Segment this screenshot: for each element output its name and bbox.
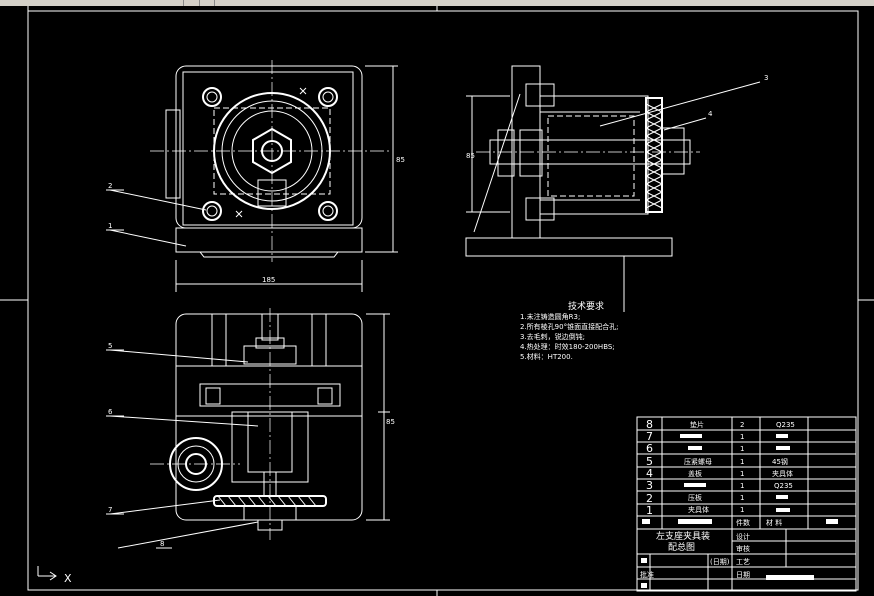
part-material: Q235 [776,421,795,429]
header-block [678,519,712,524]
part-qty: 1 [740,433,744,441]
part-material: 45钢 [772,457,788,466]
part-material-block [776,508,790,512]
dim-side-height: 85 [466,152,475,160]
toolbar-separator [183,0,184,6]
part-name-block [684,483,706,487]
part-no: 8 [646,418,653,431]
part-material-block [776,495,788,499]
part-qty: 1 [740,494,744,502]
part-name-block [680,434,702,438]
label-design: 设计 [736,532,750,541]
part-name-block [688,446,702,450]
part-no: 6 [646,442,653,455]
part-qty: 1 [740,506,744,514]
parts-rows: 8 垫片 2 Q235 7 1 6 1 5 压紧螺母 1 45钢 4 盖板 1 … [642,418,838,527]
header-qty: 件数 [736,518,750,527]
label-approve: 批准 [640,570,654,579]
callout-4: 4 [708,110,713,118]
part-no: 4 [646,467,653,480]
label-craft: 工艺 [736,558,750,566]
part-qty: 1 [740,445,744,453]
part-qty: 1 [740,470,744,478]
part-name: 压板 [688,493,702,502]
part-no: 2 [646,492,653,505]
drawing-name: 左支座夹具装 [656,530,710,542]
tech-title: 技术要求 [568,300,604,312]
tech-item: 3.去毛刺，锐边倒钝; [520,332,585,341]
header-material: 材 料 [766,518,782,527]
part-material-block [776,446,790,450]
ucs-x-label: X [64,572,72,585]
bottom-view [150,308,390,540]
drawing-frame [0,6,874,596]
toolbar-strip [0,0,874,6]
drawing-name: 配总图 [668,541,695,553]
callout-2: 2 [108,182,112,190]
small-block [641,583,647,588]
label-check: 审核 [736,544,750,553]
callout-1: 1 [108,222,112,230]
part-qty: 1 [740,458,744,466]
label-ratio: (日期) [710,558,730,566]
callout-3: 3 [764,74,768,82]
parts-list-grid [636,416,857,592]
callout-8: 8 [160,540,164,548]
part-no: 7 [646,430,653,443]
header-block [642,519,650,524]
part-no: 5 [646,455,653,468]
label-date: 日期 [736,571,750,579]
callout-7: 7 [108,506,112,514]
part-qty: 1 [740,482,744,490]
front-view [150,60,398,292]
tech-item: 2.所有棱孔90°锥面直接配合孔; [520,322,618,331]
small-block [641,558,647,563]
part-material-block [776,434,788,438]
toolbar-separator [214,0,215,6]
side-view [465,65,700,312]
tech-item: 4.热处理：时效180-200HBS; [520,342,615,351]
ucs-icon [37,566,57,581]
part-material: 夹具体 [772,469,793,478]
dim-front-width: 185 [262,276,275,284]
callout-5: 5 [108,342,112,350]
drawing-number-block [766,575,814,580]
callout-6: 6 [108,408,113,416]
part-material: Q235 [774,482,793,490]
tech-item: 1.未注铸造圆角R3; [520,312,580,321]
part-qty: 2 [740,421,744,429]
part-no: 3 [646,479,653,492]
part-no: 1 [646,504,653,517]
header-block [826,519,838,524]
dim-front-height: 85 [396,156,405,164]
part-name: 压紧螺母 [684,457,712,466]
dim-bottom-height: 85 [386,418,395,426]
toolbar-separator [199,0,200,6]
part-name: 垫片 [690,420,704,429]
part-name: 盖板 [688,469,702,478]
tech-item: 5.材料：HT200. [520,352,573,361]
leader-lines [106,81,761,549]
part-name: 夹具体 [688,505,709,514]
